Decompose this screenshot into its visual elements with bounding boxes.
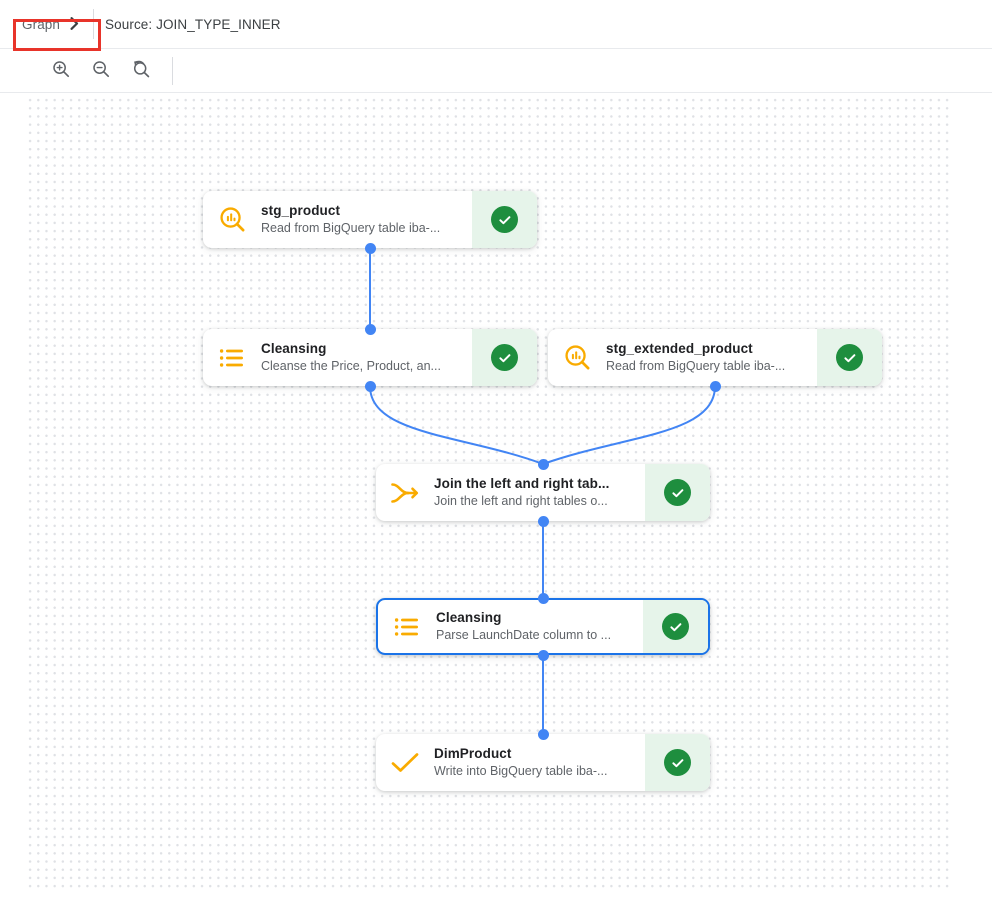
node-text-block: Cleansing Cleanse the Price, Product, an… — [261, 329, 472, 386]
node-subtitle: Cleanse the Price, Product, an... — [261, 359, 441, 373]
graph-node-stg-extended-product[interactable]: stg_extended_product Read from BigQuery … — [548, 329, 882, 386]
chevron-right-icon — [70, 16, 79, 32]
graph-toolbar — [0, 49, 992, 93]
breadcrumb-divider — [93, 9, 95, 39]
port-dot — [364, 380, 376, 392]
zoom-out-button[interactable] — [84, 54, 118, 88]
node-text-block: Join the left and right tab... Join the … — [434, 464, 645, 521]
port-dot — [364, 242, 376, 254]
node-status-panel — [645, 464, 710, 521]
breadcrumb-bar: Graph Source: JOIN_TYPE_INNER — [0, 0, 992, 49]
list-cleansing-icon — [203, 329, 261, 386]
sink-check-icon — [376, 734, 434, 791]
node-title: Cleansing — [261, 341, 327, 356]
graph-node-stg-product[interactable]: stg_product Read from BigQuery table iba… — [203, 191, 537, 248]
port-dot — [537, 515, 549, 527]
node-status-panel — [643, 600, 708, 653]
zoom-in-button[interactable] — [44, 54, 78, 88]
node-text-block: stg_extended_product Read from BigQuery … — [606, 329, 817, 386]
breadcrumb-item-graph[interactable]: Graph — [0, 0, 93, 48]
bigquery-source-icon — [548, 329, 606, 386]
zoom-reset-button[interactable] — [124, 54, 158, 88]
node-title: Join the left and right tab... — [434, 476, 610, 491]
zoom-out-icon — [91, 59, 111, 82]
node-title: stg_product — [261, 203, 341, 218]
node-text-block: Cleansing Parse LaunchDate column to ... — [436, 600, 643, 653]
zoom-in-icon — [51, 59, 71, 82]
breadcrumb-source-label: Source: JOIN_TYPE_INNER — [105, 16, 281, 32]
graph-node-cleansing-price[interactable]: Cleansing Cleanse the Price, Product, an… — [203, 329, 537, 386]
node-subtitle: Read from BigQuery table iba-... — [261, 221, 441, 235]
node-title: stg_extended_product — [606, 341, 753, 356]
port-dot — [709, 380, 721, 392]
bigquery-source-icon — [203, 191, 261, 248]
graph-node-join[interactable]: Join the left and right tab... Join the … — [376, 464, 710, 521]
node-title: DimProduct — [434, 746, 512, 761]
breadcrumb-graph-label: Graph — [22, 16, 61, 32]
port-dot — [537, 592, 549, 604]
join-merge-icon — [376, 464, 434, 521]
node-status-panel — [472, 329, 537, 386]
success-check-icon — [664, 479, 691, 506]
success-check-icon — [491, 206, 518, 233]
node-text-block: stg_product Read from BigQuery table iba… — [261, 191, 472, 248]
graph-canvas[interactable]: stg_product Read from BigQuery table iba… — [25, 95, 953, 892]
success-check-icon — [491, 344, 518, 371]
port-dot — [364, 323, 376, 335]
list-cleansing-icon — [378, 600, 436, 653]
success-check-icon — [662, 613, 689, 640]
node-subtitle: Read from BigQuery table iba-... — [606, 359, 786, 373]
node-title: Cleansing — [436, 610, 502, 625]
node-subtitle: Parse LaunchDate column to ... — [436, 628, 612, 642]
port-dot — [537, 458, 549, 470]
graph-node-dim-product[interactable]: DimProduct Write into BigQuery table iba… — [376, 734, 710, 791]
node-subtitle: Write into BigQuery table iba-... — [434, 764, 608, 778]
toolbar-divider — [172, 56, 173, 85]
port-dot — [537, 649, 549, 661]
node-text-block: DimProduct Write into BigQuery table iba… — [434, 734, 645, 791]
success-check-icon — [836, 344, 863, 371]
success-check-icon — [664, 749, 691, 776]
graph-node-cleansing-launchdate[interactable]: Cleansing Parse LaunchDate column to ... — [376, 598, 710, 655]
zoom-reset-icon — [131, 59, 151, 82]
node-status-panel — [817, 329, 882, 386]
port-dot — [537, 728, 549, 740]
node-status-panel — [645, 734, 710, 791]
node-subtitle: Join the left and right tables o... — [434, 494, 608, 508]
node-status-panel — [472, 191, 537, 248]
